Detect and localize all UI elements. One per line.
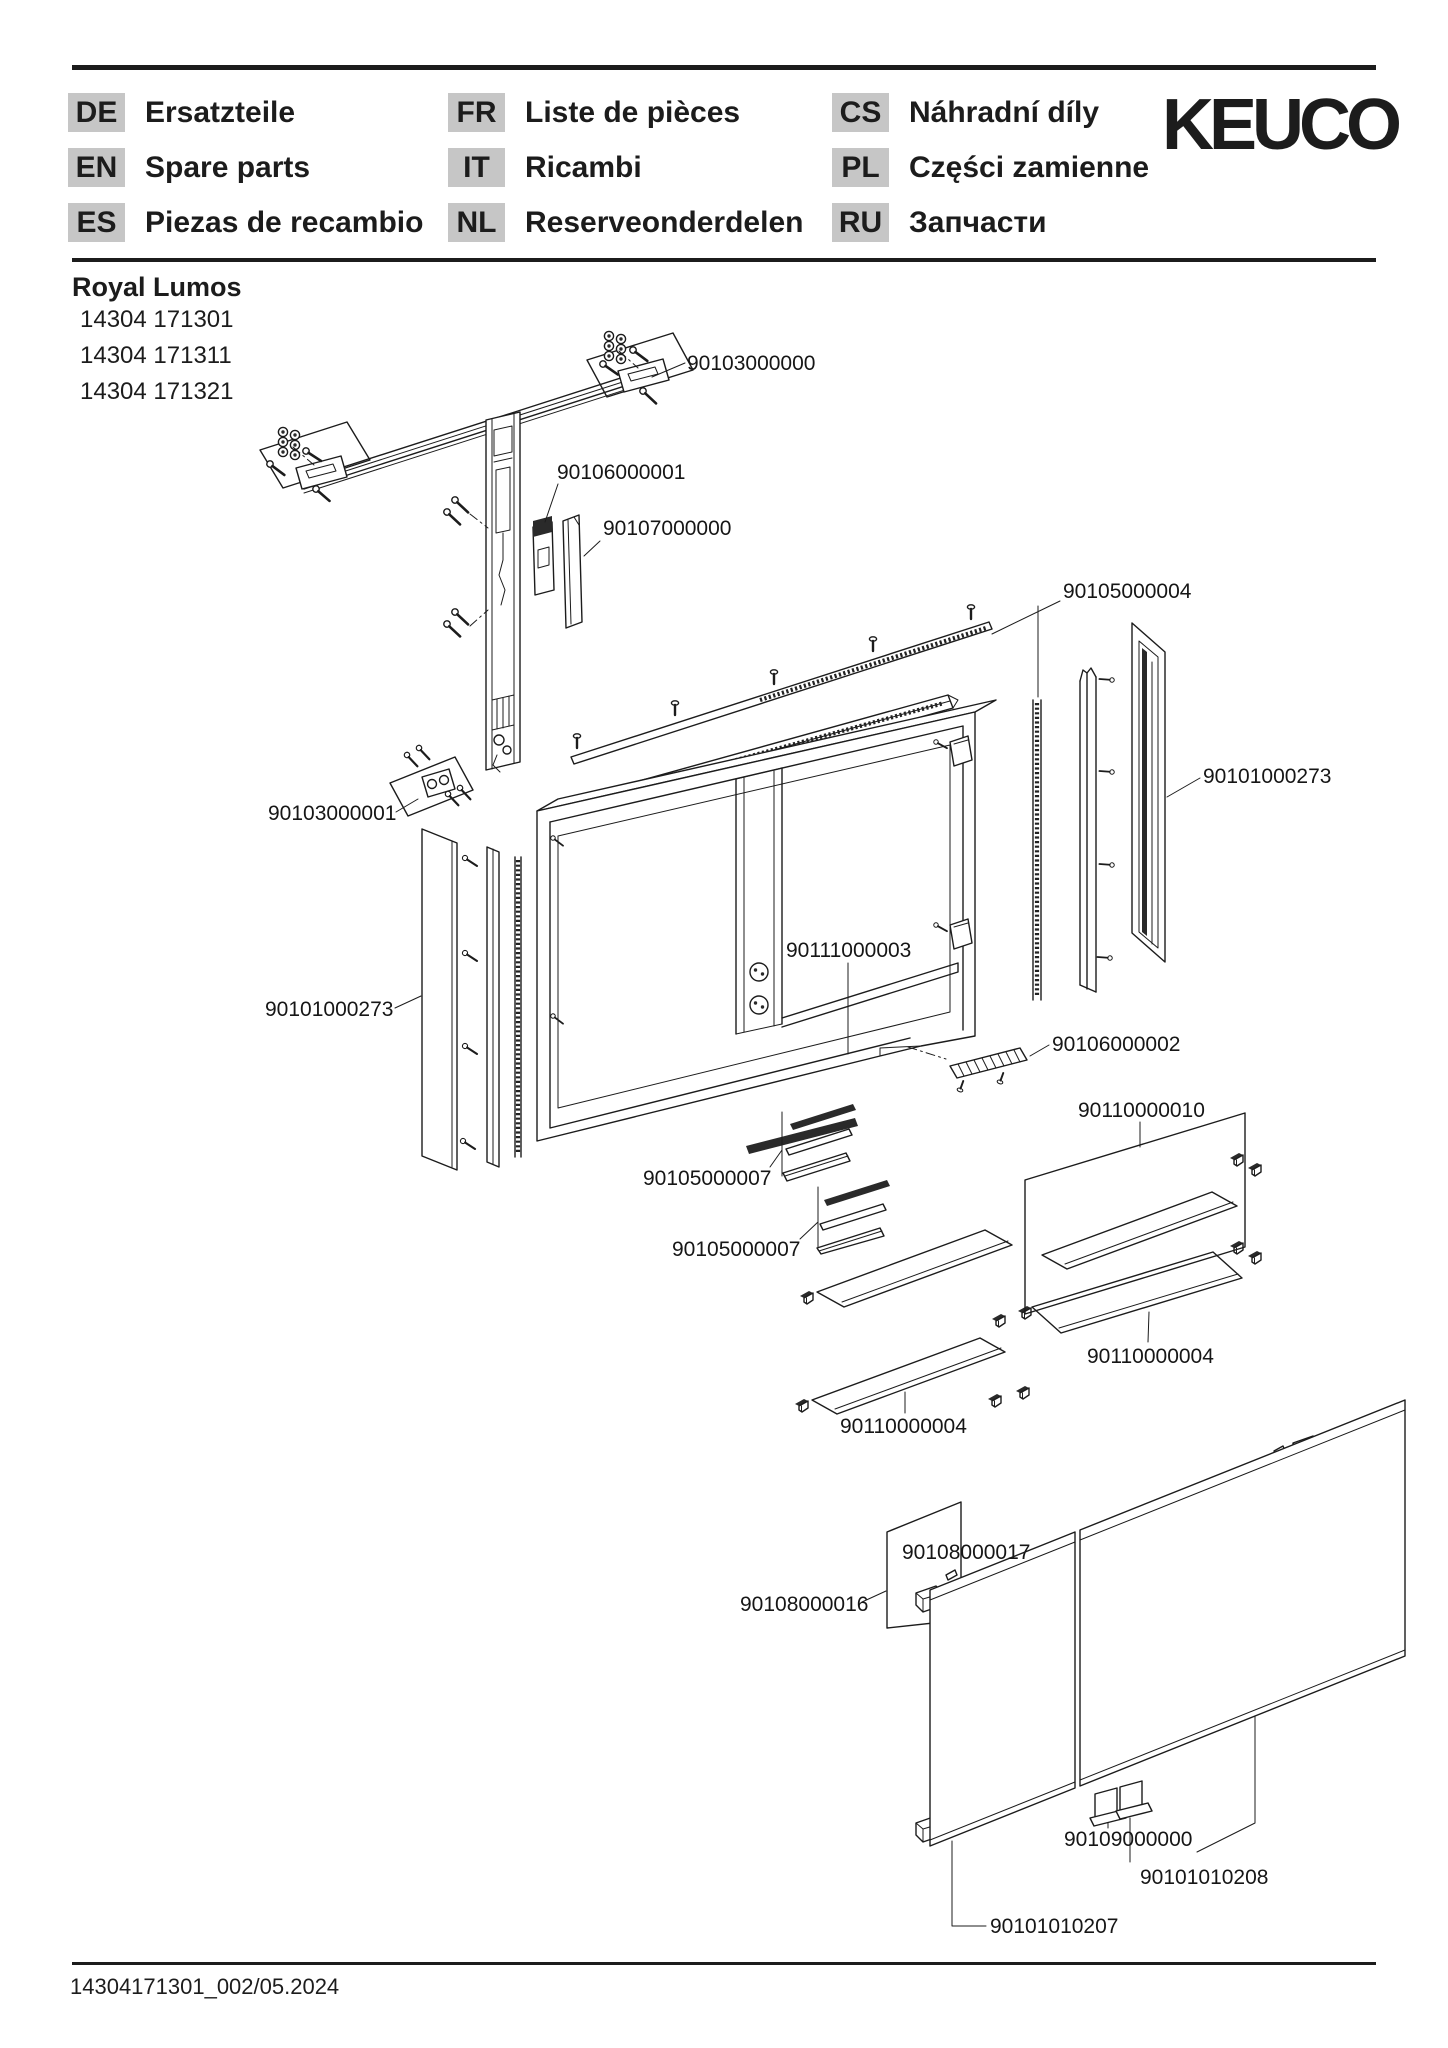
- part-label: 90110000004: [1087, 1345, 1214, 1368]
- lang-badge-es: ES: [68, 203, 125, 242]
- part-label: 90106000002: [1052, 1033, 1180, 1056]
- part-label: 90105000004: [1063, 580, 1192, 603]
- right-side-mirror-panel: [1131, 622, 1166, 963]
- glass-shelf: [799, 1229, 1013, 1308]
- lang-row-cs: CS Náhradní díly: [832, 93, 1099, 132]
- corner-cover-profile: [1079, 667, 1116, 993]
- lang-row-it: IT Ricambi: [448, 148, 642, 187]
- led-driver-box: [532, 516, 555, 596]
- door-hinge-bracket: [932, 918, 973, 950]
- part-label: 90108000017: [902, 1541, 1030, 1564]
- right-led-strip: [1032, 699, 1042, 1001]
- product-code: 14304 171321: [80, 378, 234, 405]
- door-damper: [1089, 1780, 1153, 1827]
- lang-label-de: Ersatzteile: [145, 95, 296, 129]
- product-code: 14304 171311: [80, 342, 232, 369]
- glass-shelf: [794, 1337, 1006, 1415]
- lang-row-nl: NL Reserveonderdelen: [448, 203, 803, 242]
- part-label: 90111000003: [786, 939, 911, 962]
- mirror-door-right: [1079, 1399, 1406, 1787]
- document-id: 14304171301_002/05.2024: [70, 1974, 340, 1999]
- part-labels: 90103000000 90106000001 90107000000 9010…: [265, 352, 1331, 1938]
- lang-badge-ru: RU: [832, 203, 889, 242]
- led-profile-set: [781, 1104, 856, 1182]
- lang-badge-it: IT: [448, 148, 505, 187]
- footer-rule: [72, 1962, 1376, 1965]
- lang-row-de: DE Ersatzteile: [68, 93, 295, 132]
- header-divider-rule: [72, 258, 1376, 262]
- glass-shelf: [1041, 1191, 1238, 1270]
- electronics-mounting-strip: [440, 411, 521, 773]
- glass-shelf: [1031, 1251, 1243, 1334]
- led-profile-set: [816, 1180, 890, 1255]
- lang-label-es: Piezas de recambio: [145, 205, 424, 239]
- lang-label-pl: Części zamienne: [909, 150, 1150, 184]
- part-label: 90101000273: [1203, 765, 1331, 788]
- part-label: 90106000001: [557, 461, 685, 484]
- part-label: 90101000273: [265, 998, 393, 1021]
- lang-badge-pl: PL: [832, 148, 889, 187]
- lang-label-en: Spare parts: [145, 150, 311, 184]
- lang-row-fr: FR Liste de pièces: [448, 93, 740, 132]
- part-label: 90103000000: [687, 352, 815, 375]
- lang-badge-en: EN: [68, 148, 125, 187]
- connector-bracket-small: [389, 743, 476, 817]
- leader-lines: [394, 362, 1256, 1927]
- lang-badge-cs: CS: [832, 93, 889, 132]
- lang-label-it: Ricambi: [525, 150, 642, 184]
- driver-cover-profile: [562, 514, 583, 629]
- bottom-connector-strip: [907, 1046, 1028, 1094]
- part-label: 90101010208: [1140, 1866, 1268, 1889]
- lang-badge-de: DE: [68, 93, 125, 132]
- part-label: 90109000000: [1064, 1828, 1192, 1851]
- cabinet-body: [536, 699, 997, 1154]
- part-label: 90108000016: [740, 1593, 868, 1616]
- power-socket: [749, 962, 769, 982]
- lang-row-ru: RU Запчасти: [832, 203, 1047, 242]
- header-rule: [72, 65, 1376, 70]
- lang-badge-nl: NL: [448, 203, 505, 242]
- part-label: 90107000000: [603, 517, 731, 540]
- lang-row-pl: PL Części zamienne: [832, 148, 1149, 187]
- lang-label-nl: Reserveonderdelen: [525, 205, 804, 239]
- part-label: 90105000007: [672, 1238, 800, 1261]
- part-label: 90101010207: [990, 1915, 1118, 1938]
- left-side-mirror-panel: [421, 828, 522, 1171]
- product-name: Royal Lumos: [72, 272, 242, 302]
- mounting-rail-assembly: [259, 330, 694, 503]
- part-label: 90103000001: [268, 802, 396, 825]
- product-code: 14304 171301: [80, 306, 234, 333]
- power-socket: [749, 995, 769, 1015]
- part-label: 90110000004: [840, 1415, 967, 1438]
- part-label: 90110000010: [1078, 1099, 1205, 1122]
- lang-label-cs: Náhradní díly: [909, 95, 1100, 129]
- shelf-group-box: [1024, 1112, 1246, 1315]
- lang-label-ru: Запчасти: [909, 205, 1047, 239]
- lang-row-es: ES Piezas de recambio: [68, 203, 423, 242]
- door-hinge-bracket: [932, 735, 973, 767]
- lang-label-fr: Liste de pièces: [525, 95, 741, 129]
- keuco-logo: KEUCO: [1162, 85, 1402, 165]
- mirror-door-left: [929, 1531, 1076, 1847]
- lang-badge-fr: FR: [448, 93, 505, 132]
- part-label: 90105000007: [643, 1167, 771, 1190]
- lang-row-en: EN Spare parts: [68, 148, 310, 187]
